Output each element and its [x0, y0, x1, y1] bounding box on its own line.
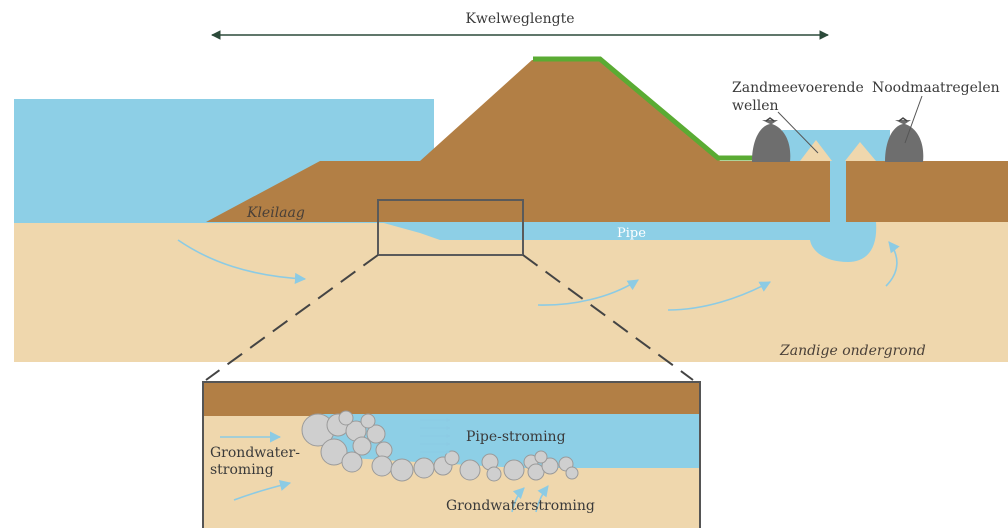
sand-grain [352, 436, 372, 456]
sand-grain [444, 450, 460, 466]
sand-grain [375, 441, 393, 459]
pipe-label: Pipe [617, 226, 646, 241]
surface-water-pool [782, 130, 890, 161]
grass-cover [533, 56, 756, 161]
flow-arrow [885, 241, 900, 287]
inset-clay-layer [202, 382, 700, 416]
sand-grain [565, 466, 579, 480]
inset-detail: Pipe-stroming Grondwater-stroming Grondw… [202, 381, 701, 528]
sand-grain [390, 458, 414, 482]
seepage-length-label: Kwelweglengte [465, 11, 574, 27]
flow-arrow [535, 485, 549, 513]
sand-grain [413, 457, 435, 479]
sand-grain [320, 438, 348, 466]
zoom-box [377, 199, 524, 256]
sandbag-left [752, 117, 791, 162]
zoom-guide-left [205, 254, 379, 381]
sand-grain [371, 455, 393, 477]
sand-grain [541, 457, 559, 475]
groundwater-flow-inset-label: Grondwater-stroming [210, 445, 300, 478]
emergency-measures-pointer [904, 95, 923, 144]
flow-arrow [667, 281, 771, 311]
pipe-flow-lines [420, 418, 451, 454]
pipe-channel [380, 222, 877, 262]
pipe-flow-label: Pipe-stroming [466, 429, 566, 445]
well-channel [830, 160, 846, 222]
sand-grain [534, 450, 548, 464]
sand-grain [360, 413, 376, 429]
groundwater-flow-label: Grondwaterstroming [446, 498, 595, 514]
sandbag-right [885, 117, 924, 162]
emergency-measures-label: Noodmaatregelen [872, 80, 1000, 96]
zoom-guide-right [522, 254, 694, 381]
inset-flow-arrows [220, 431, 549, 513]
sand-boils-pointer [777, 111, 819, 154]
inset-frame [202, 381, 701, 528]
flow-arrow [233, 480, 292, 501]
sand-grain [486, 466, 502, 482]
groundwater-flow-arrows [177, 239, 900, 311]
sandy-subsoil-label: Zandige ondergrond [779, 343, 926, 359]
sand-grain [366, 424, 386, 444]
sand-grain [338, 410, 354, 426]
sand-grain [341, 451, 363, 473]
flow-arrow [537, 279, 639, 306]
flow-arrow [511, 487, 525, 513]
sand-grain [459, 459, 481, 481]
sand-grain [503, 459, 525, 481]
flow-arrow [177, 239, 307, 285]
inset-pipe [320, 414, 700, 468]
clay-layer-label: Kleilaag [246, 205, 305, 221]
sand-grains [301, 410, 579, 482]
clay-layer [206, 60, 1008, 222]
sand-boil-right [845, 142, 876, 161]
